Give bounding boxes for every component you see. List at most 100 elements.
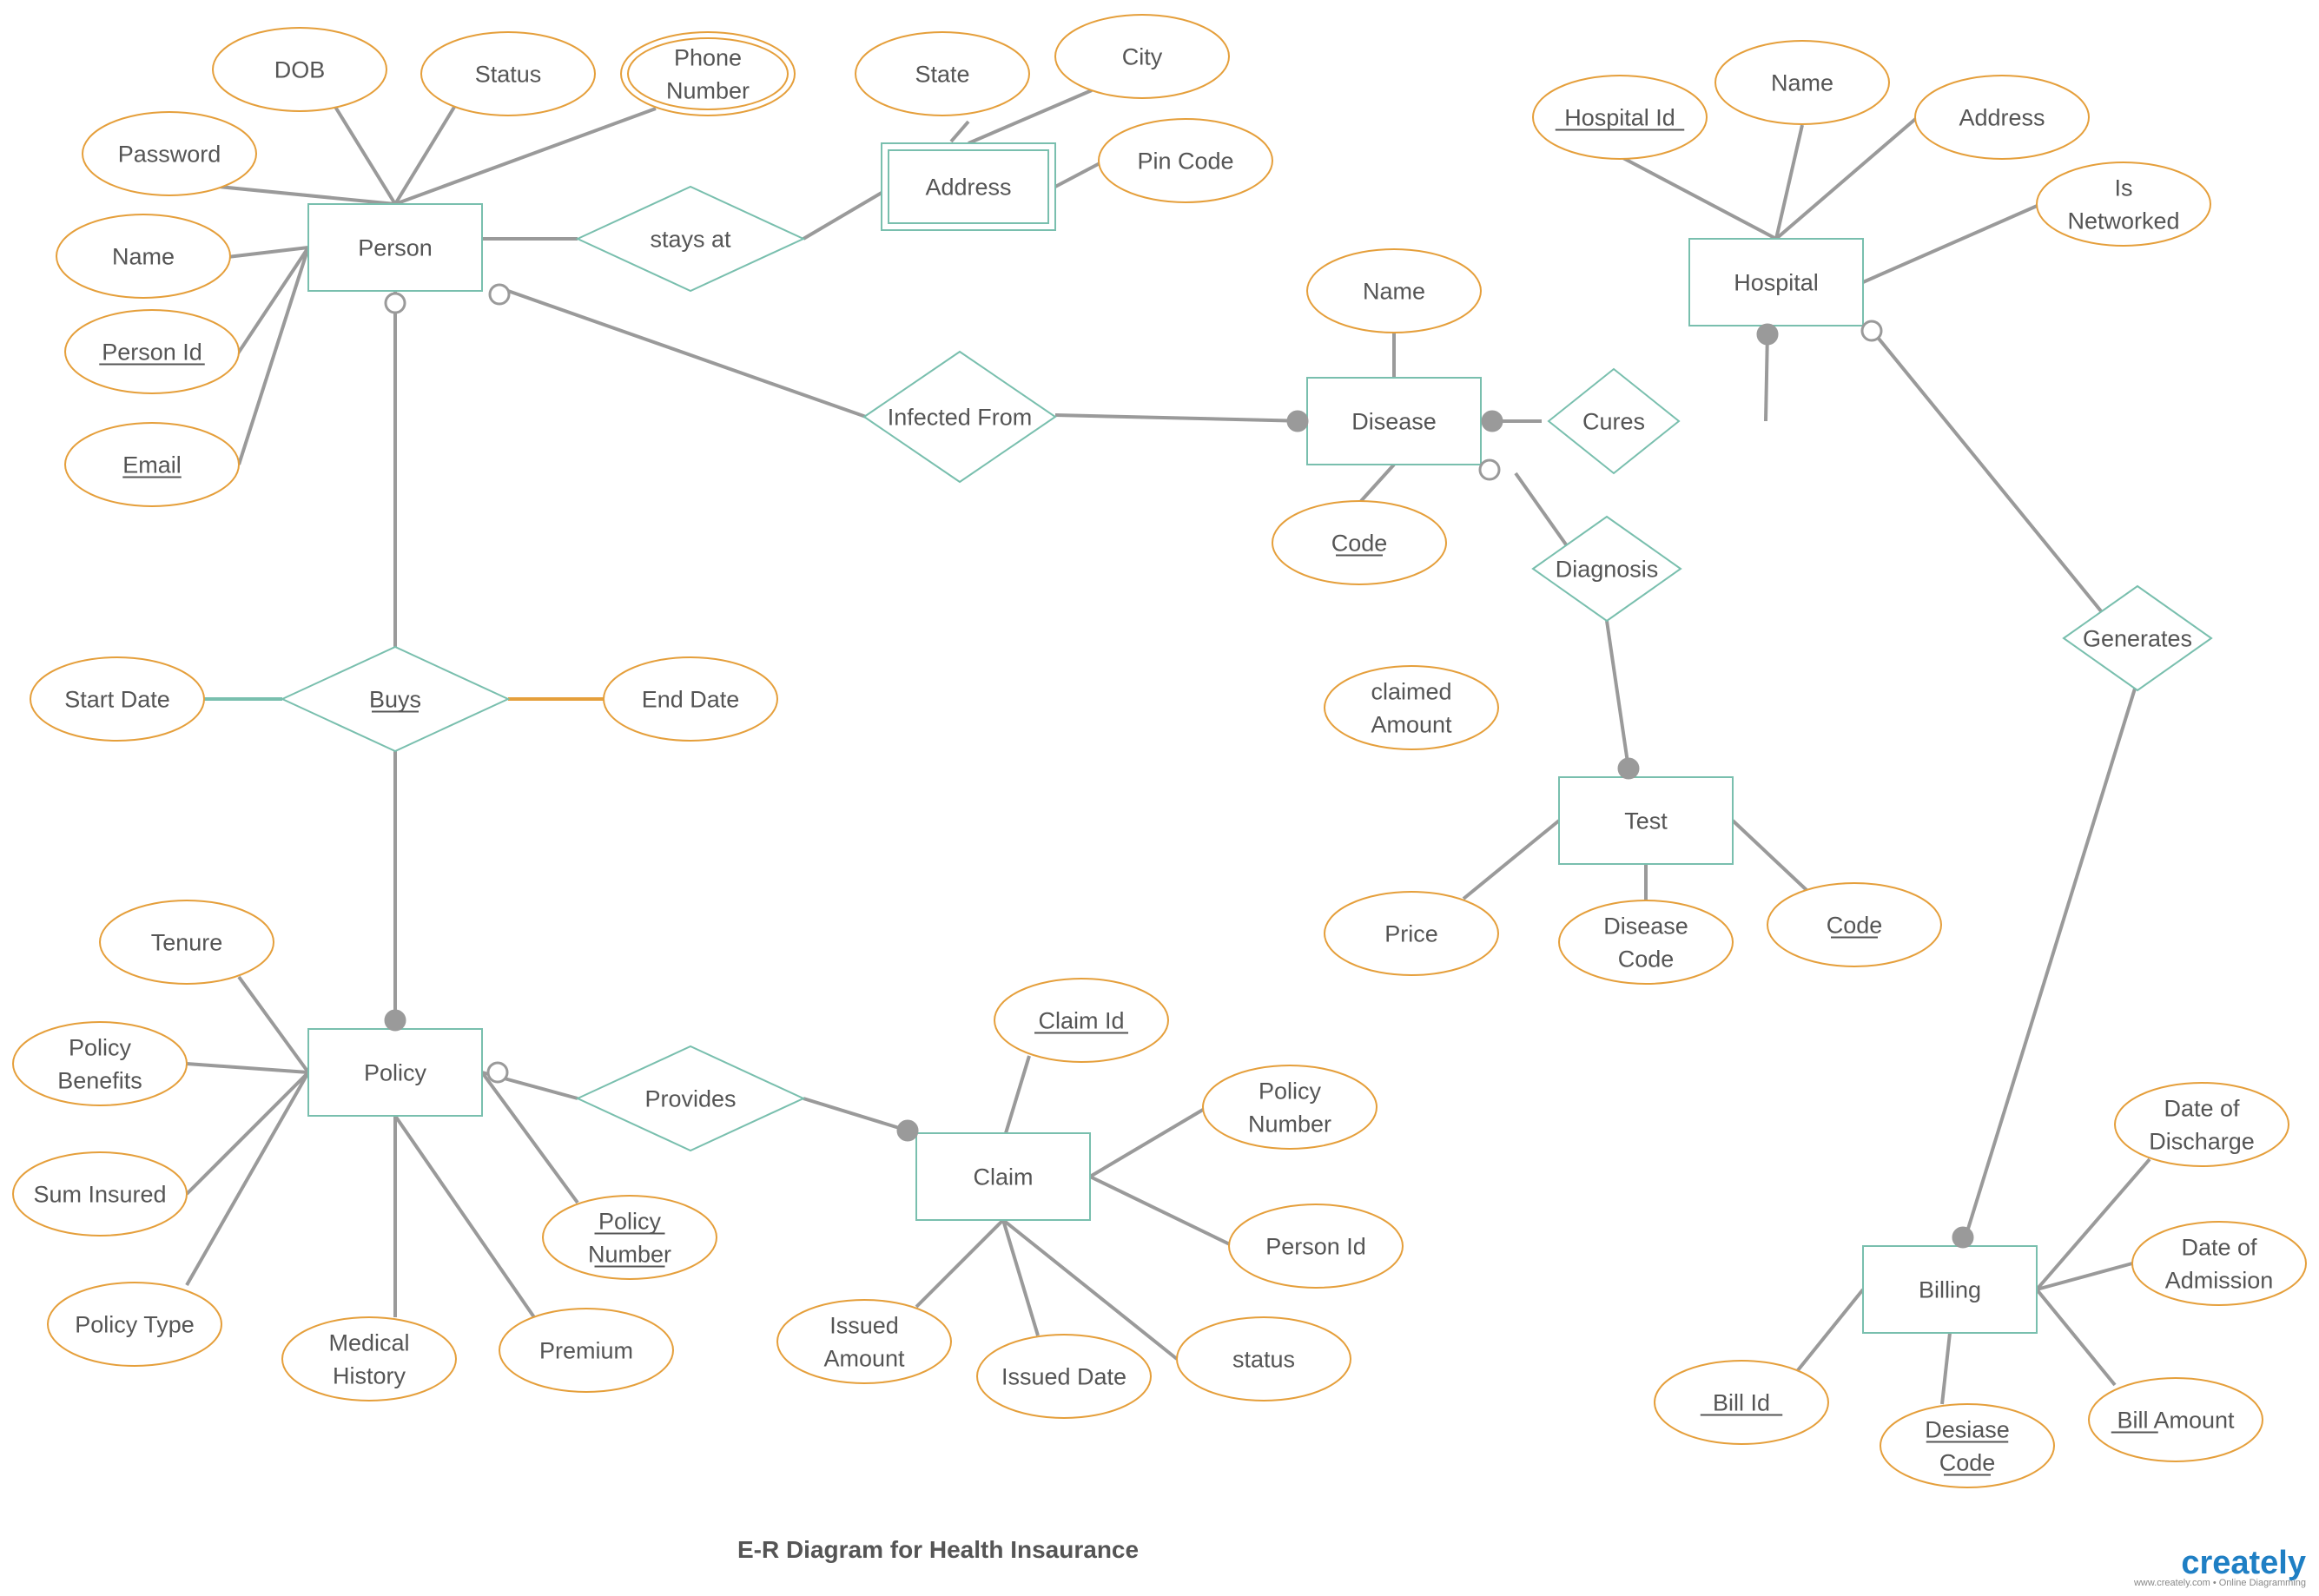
relationship-infected_from[interactable]: Infected From [862, 350, 1057, 484]
attribute-address_state[interactable]: State [855, 31, 1030, 116]
attribute-billing_discharge-label: Date of [2164, 1095, 2240, 1121]
attribute-disease_name[interactable]: Name [1306, 248, 1482, 333]
attribute-policy_history-label: History [333, 1362, 406, 1388]
attribute-buys_start[interactable]: Start Date [30, 656, 205, 742]
attribute-billing_disease_code-label: Code [1939, 1449, 1996, 1475]
attribute-person_name-label: Name [112, 243, 175, 269]
attribute-hospital_name[interactable]: Name [1714, 40, 1890, 125]
attribute-test_code[interactable]: Code [1767, 882, 1942, 967]
attribute-address_pin[interactable]: Pin Code [1098, 118, 1273, 203]
disease-optional-marker [1478, 458, 1501, 481]
attribute-person_email[interactable]: Email [64, 422, 240, 507]
diagram-nodes: PersonAddressDiseaseHospitalTestPolicyCl… [12, 14, 2307, 1488]
attribute-claim_id[interactable]: Claim Id [994, 978, 1169, 1063]
attribute-person_dob-label: DOB [274, 56, 326, 82]
relationship-buys[interactable]: Buys [280, 645, 511, 753]
attribute-billing_bill_id[interactable]: Bill Id [1654, 1360, 1829, 1445]
relationship-provides[interactable]: Provides [575, 1045, 806, 1152]
connector-line [1940, 1332, 1952, 1405]
relationship-generates[interactable]: Generates [2062, 584, 2213, 692]
attribute-policy_tenure[interactable]: Tenure [99, 900, 274, 985]
attribute-claim_issued_date[interactable]: Issued Date [976, 1334, 1152, 1419]
attribute-person_password[interactable]: Password [82, 111, 257, 196]
relationship-cures[interactable]: Cures [1547, 367, 1681, 475]
attribute-claimed_amount-label: claimed [1371, 678, 1451, 704]
attribute-person_name[interactable]: Name [56, 214, 231, 299]
connector-line [186, 1062, 309, 1074]
entity-test-label: Test [1624, 808, 1668, 834]
attribute-policy_benefits-ellipse [12, 1021, 188, 1106]
connector-line [1796, 1288, 1865, 1372]
connector-line [1088, 1105, 1209, 1178]
attribute-disease_code[interactable]: Code [1272, 500, 1447, 585]
attribute-address_state-ellipse [855, 31, 1030, 116]
disease-mandatory-marker [1481, 410, 1503, 432]
attribute-person_status[interactable]: Status [420, 31, 596, 116]
attribute-buys_end-ellipse [603, 656, 778, 742]
entity-policy[interactable]: Policy [307, 1028, 483, 1117]
attribute-address_city[interactable]: City [1054, 14, 1230, 99]
entity-claim-label: Claim [973, 1164, 1033, 1190]
attribute-address_city-label: City [1122, 43, 1163, 69]
attribute-claim_policy_number-ellipse [1202, 1065, 1378, 1150]
relationship-diagnosis-diamond [1531, 515, 1682, 623]
attribute-claimed_amount-ellipse [1324, 665, 1499, 750]
attribute-policy_premium[interactable]: Premium [499, 1308, 674, 1393]
connector-line [1731, 819, 1808, 892]
entity-claim[interactable]: Claim [915, 1132, 1091, 1221]
attribute-person_dob[interactable]: DOB [212, 27, 387, 112]
attribute-person_phone-label: Number [666, 77, 750, 103]
attribute-policy_history-label: Medical [328, 1329, 409, 1355]
attribute-policy_tenure-label: Tenure [151, 929, 223, 955]
test-mandatory-marker [1617, 757, 1640, 780]
entity-billing[interactable]: Billing [1862, 1245, 2038, 1334]
relationship-diagnosis[interactable]: Diagnosis [1531, 515, 1682, 623]
hospital-optional-marker [1860, 320, 1883, 342]
attribute-person_id[interactable]: Person Id [64, 309, 240, 394]
attribute-address_state-label: State [915, 61, 969, 87]
attribute-claim_policy_number-label: Number [1248, 1111, 1331, 1137]
attribute-hospital_address[interactable]: Address [1914, 75, 2090, 160]
entity-test[interactable]: Test [1558, 776, 1734, 865]
connector-line [393, 1114, 536, 1319]
relationship-stays_at[interactable]: stays at [575, 185, 806, 293]
attribute-policy_history-ellipse [281, 1316, 457, 1401]
attribute-hospital_id[interactable]: Hospital Id [1532, 75, 1708, 160]
attribute-billing_bill_amount[interactable]: Bill Amount [2088, 1377, 2263, 1462]
attribute-billing_bill_amount-label: Bill Amount [2117, 1407, 2235, 1433]
entity-disease[interactable]: Disease [1306, 377, 1482, 465]
attribute-person_email-ellipse [64, 422, 240, 507]
attribute-hospital_networked-ellipse [2036, 162, 2211, 247]
attribute-address_pin-label: Pin Code [1137, 148, 1233, 174]
relationship-diagnosis-label: Diagnosis [1556, 556, 1659, 582]
attribute-policy_type[interactable]: Policy Type [47, 1282, 222, 1367]
attribute-hospital_name-label: Name [1771, 69, 1833, 96]
attribute-disease_code-label: Code [1331, 530, 1388, 556]
entity-person-box [307, 203, 483, 292]
connector-line [1862, 202, 2042, 284]
entity-hospital[interactable]: Hospital [1688, 238, 1864, 326]
attribute-policy_type-label: Policy Type [75, 1311, 195, 1337]
entity-address[interactable]: Address [881, 142, 1056, 231]
attribute-test_price[interactable]: Price [1324, 891, 1499, 976]
entity-person[interactable]: Person [307, 203, 483, 292]
attribute-claim_status[interactable]: status [1176, 1316, 1351, 1401]
entity-address-label: Address [925, 174, 1011, 200]
attribute-policy_sum[interactable]: Sum Insured [12, 1151, 188, 1237]
connector-line [1514, 472, 1569, 549]
attribute-claim_person_id[interactable]: Person Id [1228, 1204, 1404, 1289]
attribute-person_status-ellipse [420, 31, 596, 116]
attribute-buys_end[interactable]: End Date [603, 656, 778, 742]
